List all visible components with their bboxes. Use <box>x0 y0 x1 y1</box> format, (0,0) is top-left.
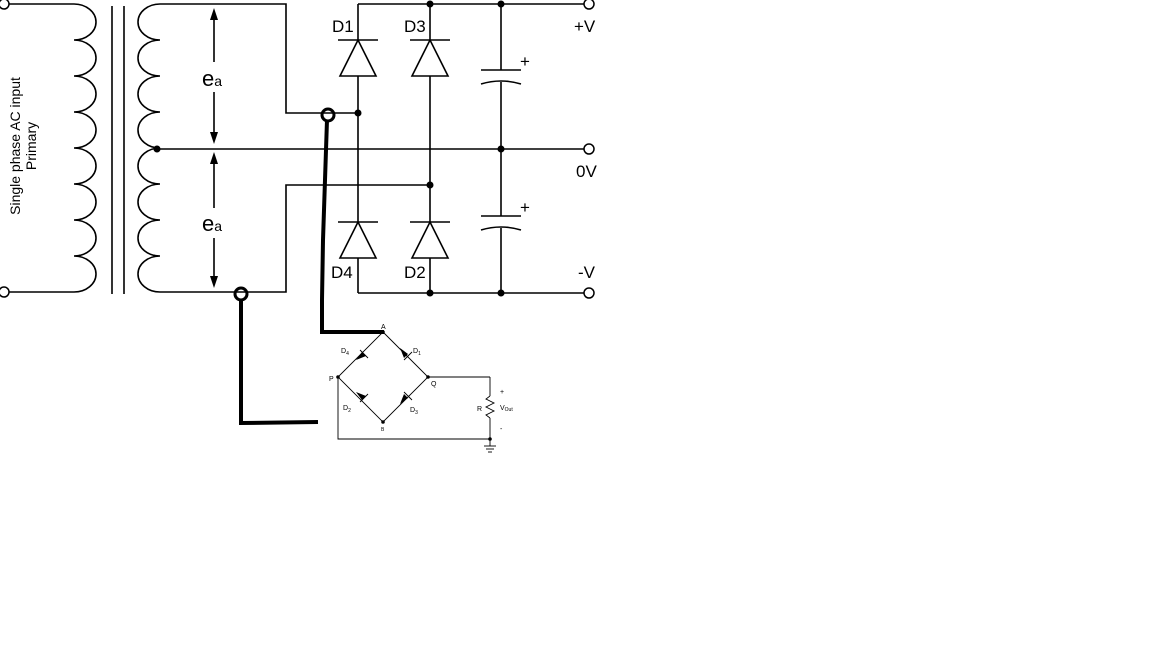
vout-plus: + <box>500 389 504 396</box>
label-d4: D4 <box>331 263 353 282</box>
label-negative-output: -V <box>578 263 596 282</box>
label-d3: D3 <box>404 17 426 36</box>
bridge-node-p <box>336 375 340 379</box>
load-node-bottom <box>488 437 492 441</box>
node-right-mid <box>426 181 434 189</box>
primary-winding <box>8 3 97 293</box>
terminal-negative <box>583 287 595 299</box>
center-tap-node <box>153 145 161 153</box>
label-d1: D1 <box>332 17 354 36</box>
bridge-label-d1: D1 <box>413 348 421 357</box>
secondary-bottom-lead <box>160 184 430 293</box>
vout-minus: - <box>500 426 503 433</box>
bridge-label-p: P <box>329 376 334 383</box>
bridge-diode-d3 <box>400 391 413 404</box>
annotation-wire-bottom <box>233 286 319 426</box>
diode-d2 <box>410 220 450 259</box>
primary-label-line2: Primary <box>23 122 39 170</box>
capacitor-bottom <box>480 149 522 293</box>
load-label-r: R <box>477 406 482 413</box>
bridge-diode-d4 <box>356 349 369 360</box>
vout-label: VOut <box>500 405 513 413</box>
bridge-node-a <box>381 330 385 334</box>
diode-d3 <box>410 38 450 77</box>
label-zero-output: 0V <box>576 162 597 181</box>
bridge-diode-d2 <box>356 392 369 403</box>
terminal-positive <box>583 0 595 10</box>
bridge-label-a: A <box>381 324 386 331</box>
node-top-d3 <box>426 0 434 8</box>
bridge-p-return <box>337 377 490 440</box>
bridge-inset: A P Q B D4 D1 D2 D3 R + VOut - <box>329 324 513 453</box>
primary-label: Single phase AC input Primary <box>7 77 39 215</box>
secondary-top-lead <box>160 3 358 114</box>
capacitor-top <box>480 4 522 149</box>
label-bg-bottom <box>198 208 232 238</box>
terminal-zero <box>583 143 595 155</box>
bridge-label-d4: D4 <box>341 348 349 357</box>
label-positive-output: +V <box>574 17 596 36</box>
primary-label-line1: Single phase AC input <box>7 77 23 215</box>
label-bg-top <box>198 62 232 92</box>
primary-terminal-top <box>0 0 10 10</box>
node-bottom-d2 <box>426 289 434 297</box>
bridge-label-q: Q <box>431 381 437 388</box>
cap-top-plus: + <box>520 52 530 71</box>
primary-terminal-bottom <box>0 286 10 298</box>
winding-voltage-top: ea <box>202 66 222 91</box>
cap-bottom-plus: + <box>520 198 530 217</box>
node-left-mid <box>354 109 362 117</box>
bridge-label-b: B <box>381 427 385 433</box>
label-d2: D2 <box>404 263 426 282</box>
bridge-diode-d1 <box>400 348 413 361</box>
bridge-label-d3: D3 <box>410 407 418 416</box>
diode-d4 <box>338 220 378 259</box>
load-resistor <box>484 395 496 419</box>
diode-d1 <box>338 38 378 77</box>
bridge-node-b <box>381 420 385 424</box>
annotation-wire-top <box>320 107 384 334</box>
bridge-label-d2: D2 <box>343 405 351 414</box>
bridge-node-q <box>426 375 430 379</box>
winding-voltage-bottom: ea <box>202 211 222 236</box>
